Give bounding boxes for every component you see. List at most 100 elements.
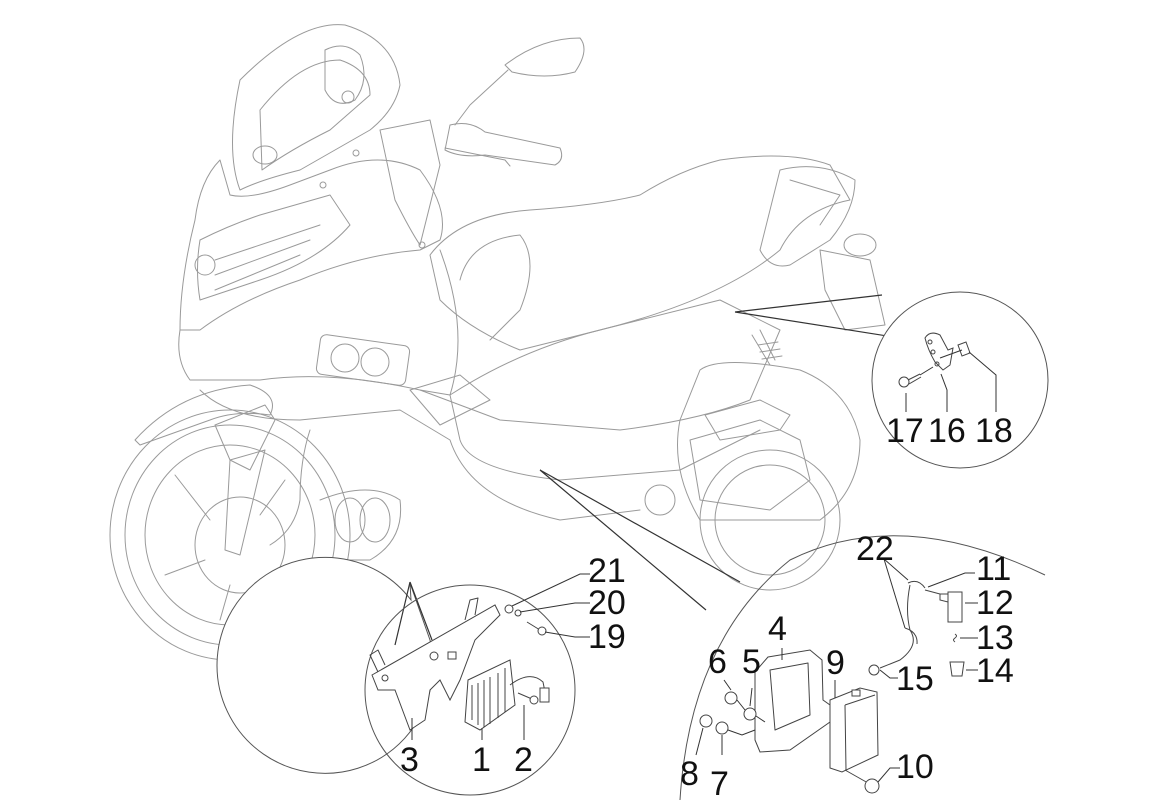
leader-line <box>723 679 732 691</box>
windscreen <box>232 24 401 191</box>
control-unit <box>829 687 879 773</box>
washer-5 <box>743 707 757 721</box>
leader-line <box>927 572 975 588</box>
part-label-15: 15 <box>896 660 934 698</box>
regulator-bolt <box>517 692 533 700</box>
bracket-hole <box>930 349 936 355</box>
lower-body <box>199 389 641 521</box>
vent-grille <box>360 347 390 377</box>
bolt-head <box>898 376 910 388</box>
fairing-screw <box>319 181 327 189</box>
assembly-line <box>939 349 963 359</box>
mirror-stem <box>454 69 509 126</box>
part-label-5: 5 <box>742 643 761 681</box>
rear-shock <box>751 329 783 366</box>
lower-grille <box>359 497 391 543</box>
part-label-8: 8 <box>680 755 699 793</box>
seat <box>429 155 851 351</box>
part-label-7: 7 <box>710 765 729 800</box>
sensor-12 <box>947 591 963 623</box>
rear-indicator <box>843 233 877 257</box>
regulator-bracket <box>371 604 501 731</box>
airbox <box>704 399 791 441</box>
screw-10 <box>844 769 869 784</box>
handlebar <box>444 123 563 166</box>
leader-line <box>519 602 590 613</box>
washer <box>504 604 514 614</box>
vent-grille <box>330 343 360 373</box>
fork-guard <box>214 404 276 471</box>
rear-axle-cover <box>644 484 676 516</box>
nut-6 <box>724 691 738 705</box>
rear-bracket-callout-circle <box>871 291 1049 469</box>
part-label-1: 1 <box>472 741 491 779</box>
front-fork <box>224 449 266 556</box>
leader-line <box>695 727 704 756</box>
control-unit-face <box>844 694 876 771</box>
mounting-plate <box>754 649 831 753</box>
part-label-3: 3 <box>400 741 419 779</box>
sensor-cable <box>879 584 914 669</box>
wire-connector <box>539 687 550 703</box>
assembly-line <box>919 366 934 376</box>
side-panel <box>419 299 781 431</box>
part-label-9: 9 <box>826 644 845 682</box>
fairing-screw <box>352 149 360 157</box>
sensor-lead-11 <box>924 589 941 595</box>
control-unit-callout-arc <box>679 535 1046 800</box>
scooter-illustration <box>109 24 886 661</box>
regulator-fins <box>471 668 506 727</box>
part-label-12: 12 <box>976 584 1014 622</box>
bolt-head <box>537 626 547 636</box>
leader-line <box>749 687 753 707</box>
tail-section <box>759 166 856 267</box>
bolt-head <box>529 695 539 705</box>
part-label-20: 20 <box>588 584 626 622</box>
variator-cover <box>689 419 811 511</box>
engine-cover <box>677 362 861 521</box>
clip-nut <box>447 651 457 660</box>
bracket-hole <box>429 651 439 661</box>
side-vent <box>409 374 491 426</box>
headlight-lines <box>214 224 321 291</box>
bolt-shank <box>907 373 922 385</box>
license-bracket <box>819 249 886 331</box>
callout-pointer <box>539 469 741 611</box>
fairing-screw <box>418 241 426 249</box>
part-label-19: 19 <box>588 618 626 656</box>
bracket-hole <box>934 361 940 367</box>
part-label-11: 11 <box>976 550 1011 588</box>
leader-line <box>877 767 900 783</box>
part-label-17: 17 <box>886 412 924 450</box>
washer-7 <box>715 721 729 735</box>
spring-13 <box>953 633 957 643</box>
right-mirror <box>504 37 585 77</box>
windscreen-inner <box>259 59 371 171</box>
leader-line <box>544 631 590 638</box>
control-unit-callout: 22 11 12 13 14 15 4 9 6 5 8 7 10 <box>539 469 1046 800</box>
bracket-hooks <box>369 597 479 673</box>
part-label-6: 6 <box>708 643 727 681</box>
lower-fairing <box>319 489 402 561</box>
part-label-13: 13 <box>976 619 1014 657</box>
part-label-4: 4 <box>768 610 787 648</box>
assembly-line <box>727 699 766 736</box>
part-label-22: 22 <box>856 530 894 568</box>
cap-14 <box>949 661 965 677</box>
regulator-wire <box>509 676 546 693</box>
position-light <box>194 254 216 276</box>
callout-pointer <box>394 581 433 646</box>
part-label-14: 14 <box>976 652 1014 690</box>
side-fairing <box>379 119 441 246</box>
nut-8 <box>699 714 713 728</box>
cable-clip-lower <box>904 627 918 645</box>
rear-bracket-callout: 17 16 18 <box>734 291 1049 469</box>
air-vent <box>315 334 411 386</box>
leader-line <box>968 351 997 412</box>
headlight <box>197 194 351 301</box>
regulator-circle-outline <box>364 584 576 796</box>
connector-clip <box>851 689 861 697</box>
leader-line <box>511 573 590 607</box>
cable-clip-upper <box>907 580 926 589</box>
